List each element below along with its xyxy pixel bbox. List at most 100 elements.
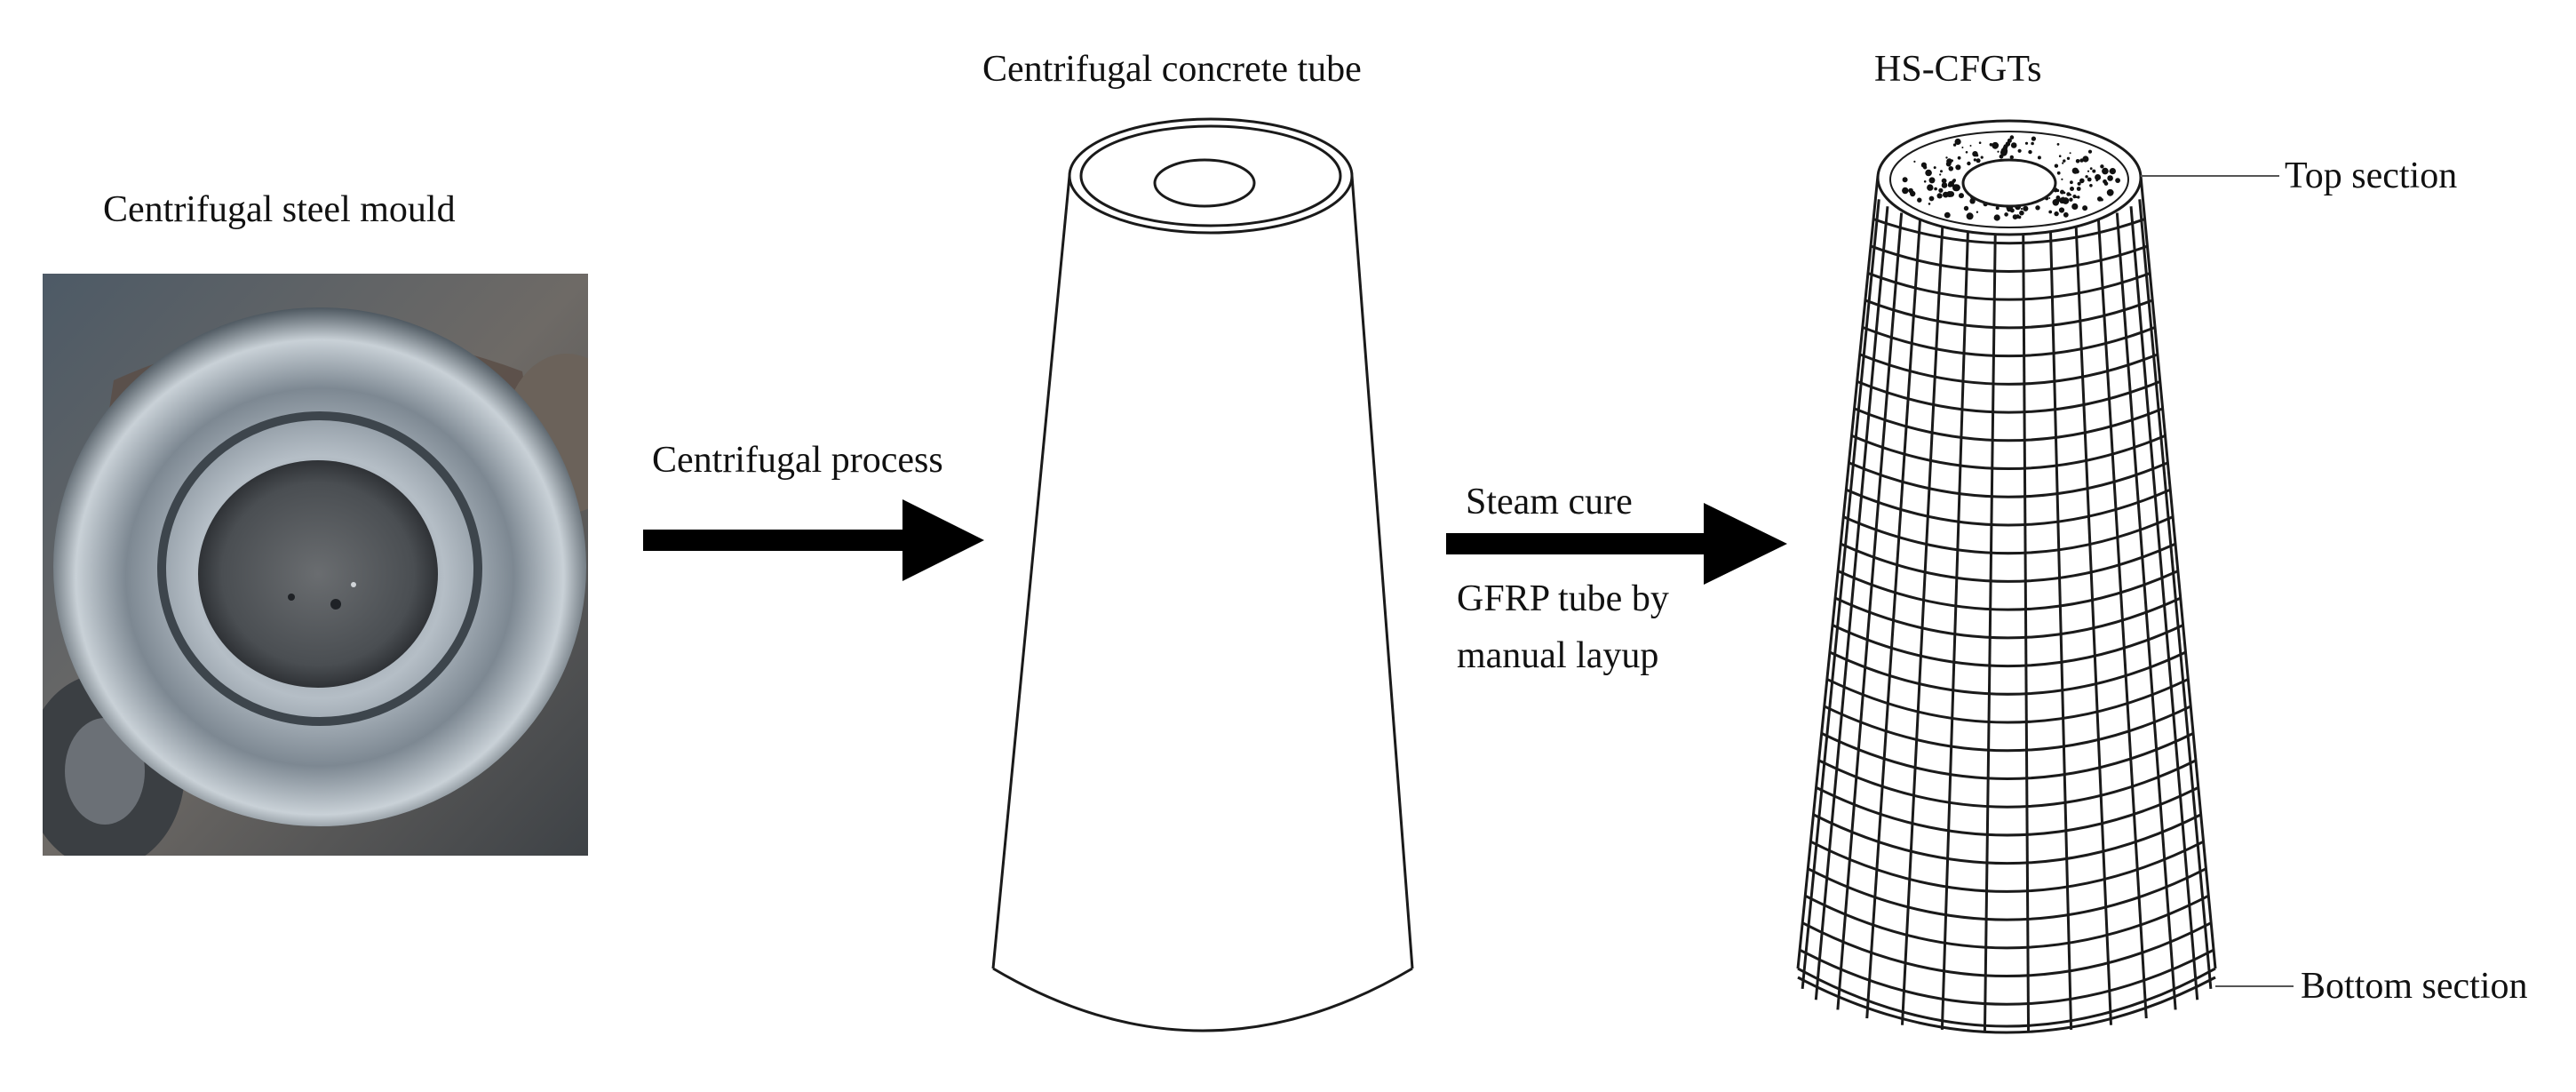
aggregate-dot [2085,175,2088,179]
grid-ring-line [1870,244,2149,273]
cfgt-left-side [1796,175,1880,969]
aggregate-dot [2077,195,2080,199]
concrete-tube [991,117,1414,1032]
grid-ring-line [1840,542,2176,583]
aggregate-dot [1913,160,1916,163]
aggregate-dot [2048,197,2051,199]
aggregate-dot [1933,166,1936,170]
grid-ring-line [1849,461,2168,498]
grid-ring-line [1862,326,2156,358]
grid-ring-line [1800,949,2214,1006]
grid-longitudinal-line [1801,199,1880,990]
top-section-label: Top section [2285,155,2458,196]
aggregate-dot [1947,183,1952,187]
aggregate-dot [2075,195,2078,198]
aggregate-dot [2017,148,2022,153]
aggregate-dot [1993,214,2000,221]
aggregate-dot [1978,141,1982,144]
aggregate-dot [1934,187,1937,191]
aggregate-dot [2069,152,2071,155]
aggregate-dot [2009,135,2015,139]
grid-ring-line [1834,596,2182,640]
aggregate-dot [2089,167,2093,171]
grid-longitudinal-line [2022,227,2031,1032]
bottom-section-label: Bottom section [2301,966,2528,1007]
aggregate-dot [2023,205,2029,211]
aggregate-dot [1997,150,2000,153]
arrow-head [1704,503,1787,585]
grid-longitudinal-line [1901,222,1944,1025]
aggregate-dot [1945,161,1952,167]
grid-ring-line [1821,732,2194,780]
grid-longitudinal-line [2074,222,2112,1025]
cfgt-top-hole [1961,158,2057,208]
grid-ring-line [1842,515,2174,555]
aggregate-dot [2082,205,2088,211]
grid-ring-line [1867,272,2151,301]
tube-left-side [991,175,1071,969]
aggregate-dot [1973,158,1977,162]
aggregate-dot [1936,193,1943,199]
mould-photo [43,274,588,856]
aggregate-dot [2061,178,2063,180]
aggregate-dot [2063,211,2069,218]
grid-ring-line [1805,895,2209,950]
grid-ring-line [1816,786,2198,837]
aggregate-dot [1961,147,1964,148]
aggregate-dot [1929,178,1935,183]
tube-bottom-edge [992,967,1413,1032]
aggregate-dot [2020,208,2023,211]
aggregate-dot [1928,195,1935,202]
aggregate-dot [1957,155,1961,160]
aggregate-dot [2103,181,2109,186]
aggregate-dot [1917,197,1922,203]
grid-longitudinal-line [2129,206,2199,1000]
aggregate-dot [1928,203,1931,205]
arrow-shaft [643,530,910,551]
aggregate-dot [1963,205,1969,211]
aggregate-dot [2062,196,2064,200]
grid-longitudinal-line [1814,206,1889,1000]
aggregate-dot [2009,155,2014,160]
aggregate-dot [2056,188,2060,193]
aggregate-dot [1945,156,1948,159]
aggregate-dot [2063,191,2066,195]
aggregate-dot [2054,211,2059,217]
grid-ring-line [1856,379,2161,414]
aggregate-dot [2106,188,2114,196]
arrow-steam-cure [1446,503,1787,585]
aggregate-dot [2031,136,2036,141]
tube-top-hole [1153,158,1256,208]
aggregate-dot [1920,162,1927,168]
grid-ring-line [1829,650,2186,696]
aggregate-dot [1972,151,1978,157]
aggregate-dot [1966,212,1974,220]
hole-spot [330,599,341,610]
aggregate-dot [2109,168,2116,175]
grid-longitudinal-line [1940,225,1970,1031]
aggregate-dot [1948,166,1954,171]
aggregate-dot [1969,198,1976,204]
aggregate-dot [2095,174,2102,180]
grid-ring-line [1854,407,2164,442]
mould-ring-groove [157,411,482,726]
aggregate-dot [1925,169,1932,177]
aggregate-dot [2077,181,2081,186]
grid-longitudinal-line [2138,199,2213,990]
aggregate-dot [1941,182,1948,188]
aggregate-dot [2089,184,2093,187]
grid-longitudinal-line [2115,212,2177,1010]
aggregate-dot [1940,170,1943,173]
aggregate-dot [2058,155,2062,157]
aggregate-dot [2069,197,2073,202]
aggregate-dot [2095,179,2098,182]
aggregate-dot [2100,198,2103,202]
mould-hole [198,460,438,688]
grid-longitudinal-line [2096,218,2148,1019]
aggregate-dot [2066,192,2071,196]
aggregate-dot [1941,178,1947,184]
grid-ring-line [1832,624,2183,667]
aggregate-dot [1989,143,1993,147]
aggregate-dot [1959,193,1964,199]
grid-ring-line [1859,353,2159,386]
